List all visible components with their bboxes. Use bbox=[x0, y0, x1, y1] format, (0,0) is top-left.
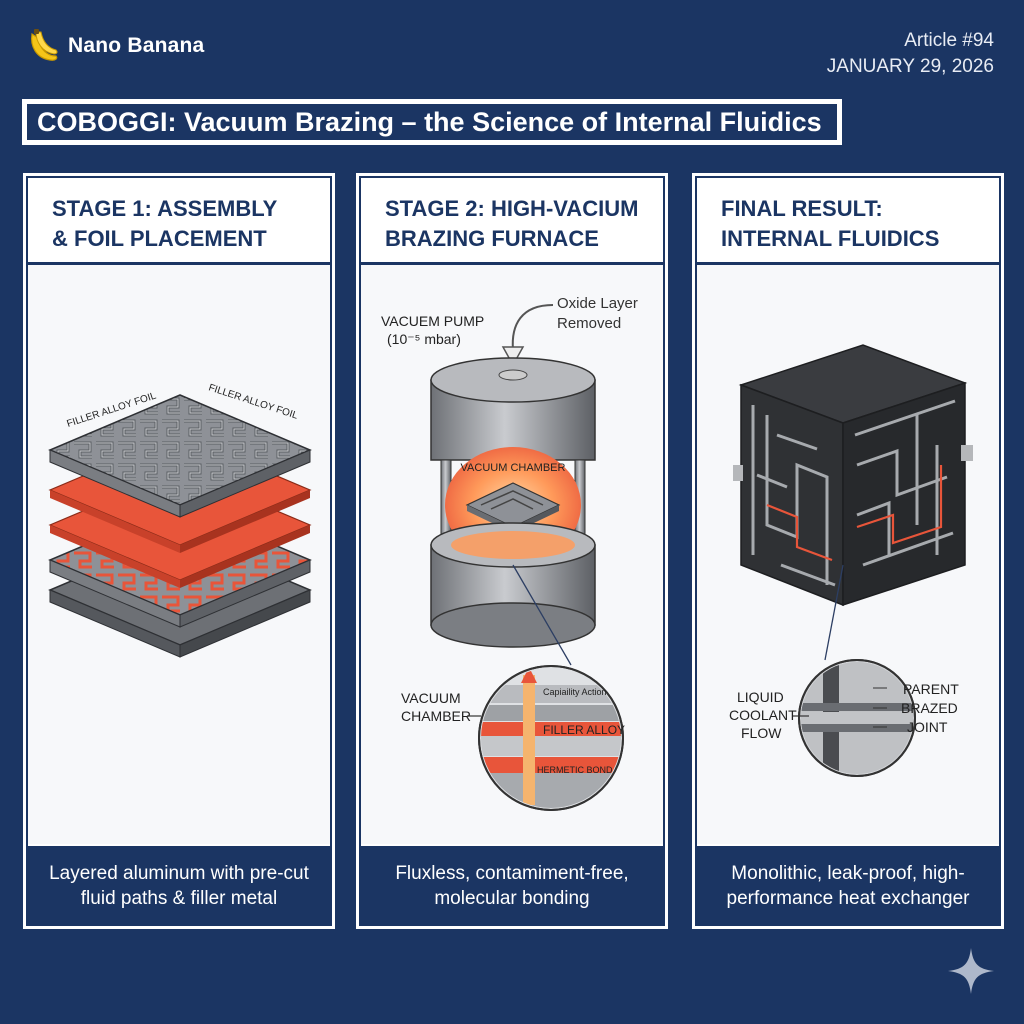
article-date: JANUARY 29, 2026 bbox=[826, 56, 994, 77]
hermetic-bond-label: HERMETIC BOND bbox=[537, 765, 613, 775]
panel-illustration: VACUEM PUMP (10⁻⁵ mbar) Oxide Layer Remo… bbox=[361, 265, 663, 844]
vacuum-chamber-inner-label: VACUUM CHAMBER bbox=[461, 462, 566, 474]
panel-caption: Fluxless, contamiment-free, molecular bo… bbox=[359, 846, 665, 926]
article-number: Article #94 bbox=[904, 30, 994, 51]
brand-name: Nano Banana bbox=[68, 34, 205, 57]
pump-label-line2: (10⁻⁵ mbar) bbox=[387, 331, 461, 347]
caption-line1: Monolithic, leak-proof, high- bbox=[731, 863, 965, 884]
pump-label-line1: VACUEM PUMP bbox=[381, 313, 484, 329]
panel-heading-line1: FINAL RESULT: bbox=[721, 196, 883, 221]
furnace-illustration: VACUEM PUMP (10⁻⁵ mbar) Oxide Layer Remo… bbox=[381, 295, 638, 811]
caption-line2: performance heat exchanger bbox=[726, 888, 970, 909]
panel-heading: STAGE 1: ASSEMBLY & FOIL PLACEMENT bbox=[28, 178, 330, 265]
arrow-head-icon bbox=[501, 346, 525, 367]
oxide-label-line2: Removed bbox=[557, 315, 621, 332]
panel-caption: Layered aluminum with pre-cut fluid path… bbox=[26, 846, 332, 926]
panel-stage-2: STAGE 2: HIGH-VACIUM BRAZING FURNACE VAC… bbox=[356, 173, 668, 929]
panel-caption: Monolithic, leak-proof, high- performanc… bbox=[695, 846, 1001, 926]
liquid-label-line2: COOLANT bbox=[729, 707, 797, 723]
chamber-label-line1: VACUUM bbox=[401, 690, 461, 706]
panel-heading: FINAL RESULT: INTERNAL FLUIDICS bbox=[697, 178, 999, 265]
caption-line1: Layered aluminum with pre-cut bbox=[49, 863, 309, 884]
filler-alloy-label: FILLER ALLOY bbox=[543, 723, 625, 737]
top-maze-plate bbox=[48, 394, 312, 518]
panel-heading: STAGE 2: HIGH-VACIUM BRAZING FURNACE bbox=[361, 178, 663, 265]
liquid-label-line1: LIQUID bbox=[737, 689, 784, 705]
page-title: COBOGGI: Vacuum Brazing – the Science of… bbox=[27, 104, 837, 140]
banana-icon bbox=[31, 29, 58, 61]
zoom-detail-circle bbox=[478, 665, 624, 811]
stacked-layers-illustration: FILLER ALLOY FOIL FILLER ALLOY FOIL bbox=[48, 382, 312, 658]
capillary-label: Capiaility Action bbox=[543, 687, 607, 697]
panel-illustration: FILLER ALLOY FOIL FILLER ALLOY FOIL bbox=[28, 265, 330, 844]
sparkle-icon bbox=[948, 948, 994, 994]
oxide-label-line1: Oxide Layer bbox=[557, 295, 638, 312]
panel-heading-line2: INTERNAL FLUIDICS bbox=[721, 226, 940, 251]
article-meta: Article #94 JANUARY 29, 2026 bbox=[827, 28, 994, 80]
panel-heading-line1: STAGE 1: ASSEMBLY bbox=[52, 196, 278, 221]
caption-line2: molecular bonding bbox=[434, 888, 590, 909]
panel-final-result: FINAL RESULT: INTERNAL FLUIDICS bbox=[692, 173, 1004, 929]
brazed-label: BRAZED bbox=[901, 700, 958, 716]
panel-illustration: PARENT BRAZED JOINT LIQUID COOLANT FLOW bbox=[697, 265, 999, 844]
panel-heading-line1: STAGE 2: HIGH-VACIUM bbox=[385, 196, 639, 221]
panel-heading-line2: BRAZING FURNACE bbox=[385, 226, 599, 251]
caption-line2: fluid paths & filler metal bbox=[80, 888, 278, 909]
page-title-box: COBOGGI: Vacuum Brazing – the Science of… bbox=[22, 99, 842, 145]
liquid-label-line3: FLOW bbox=[741, 725, 782, 741]
panel-stage-1: STAGE 1: ASSEMBLY & FOIL PLACEMENT bbox=[23, 173, 335, 929]
chamber-label-line2: CHAMBER bbox=[401, 708, 471, 724]
oxide-arrow bbox=[511, 304, 554, 351]
brand: Nano Banana bbox=[26, 28, 204, 64]
joint-detail-circle bbox=[798, 659, 916, 777]
brazed-cube-illustration: PARENT BRAZED JOINT LIQUID COOLANT FLOW bbox=[729, 344, 973, 777]
caption-line1: Fluxless, contamiment-free, bbox=[395, 863, 629, 884]
panel-heading-line2: & FOIL PLACEMENT bbox=[52, 226, 267, 251]
parent-label: PARENT bbox=[903, 681, 959, 697]
joint-label: JOINT bbox=[907, 719, 948, 735]
